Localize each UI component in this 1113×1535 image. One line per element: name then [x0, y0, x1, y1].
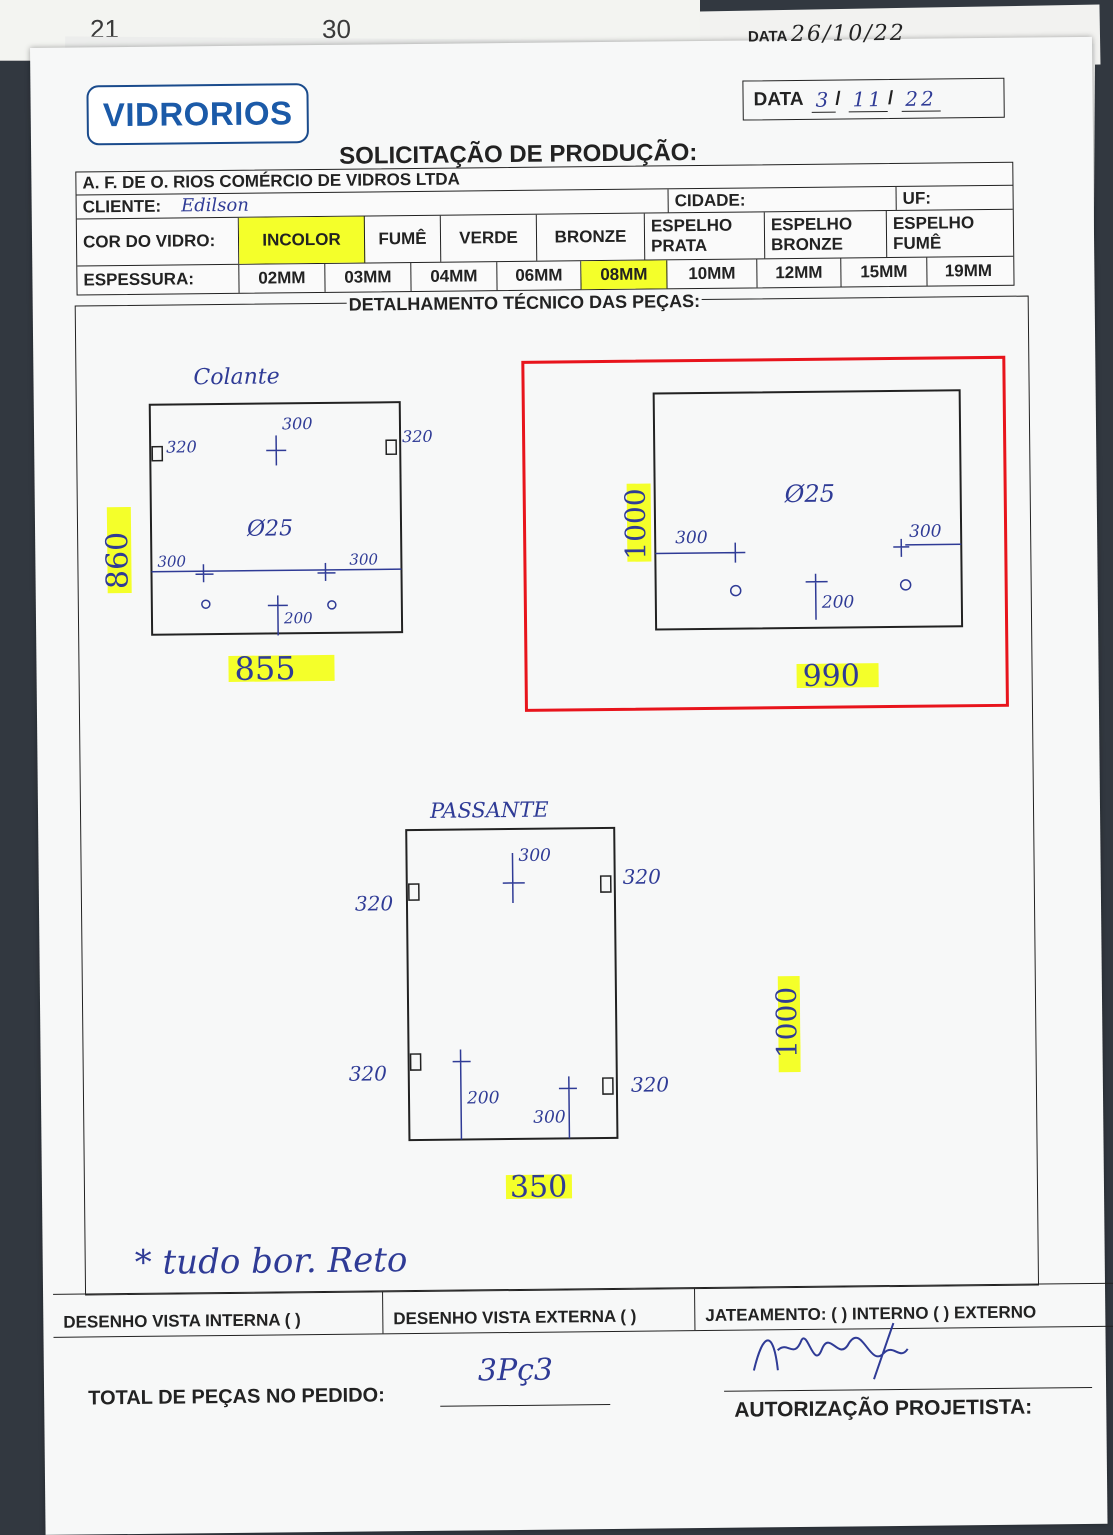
thickness-option-19mm[interactable]: 19MM: [944, 260, 993, 281]
colante-outline: [148, 401, 404, 636]
passante-mark: 300: [518, 846, 551, 866]
color-option-bronze[interactable]: BRONZE: [536, 213, 646, 261]
colante-hole-diameter: Ø25: [246, 516, 293, 541]
passante-mark: 200: [466, 1088, 500, 1108]
date-day: 3: [811, 87, 836, 113]
thickness-option-03mm[interactable]: 03MM: [325, 263, 412, 292]
color-option-verde[interactable]: VERDE: [440, 214, 538, 262]
colante-mark: 300: [282, 414, 313, 433]
date-month: 11: [848, 86, 889, 112]
hinge-icon: [151, 445, 164, 462]
selected-mark: 300: [909, 521, 942, 541]
passante-height: 1000: [770, 987, 802, 1059]
passante-drawing: PASSANTE 300 320 320 320 320 200 300 100…: [349, 798, 803, 1205]
colante-mark: 300: [349, 550, 378, 568]
colante-width: 855: [234, 649, 295, 688]
selected-piece-drawing[interactable]: Ø25 300 300 200 1000 990: [574, 380, 997, 714]
uf-field[interactable]: UF:: [902, 188, 932, 208]
colante-height: 860: [100, 532, 136, 590]
selected-height: 1000: [619, 488, 653, 560]
internal-view-option[interactable]: DESENHO VISTA INTERNA ( ): [53, 1291, 384, 1337]
color-option-espelho-prata[interactable]: ESPELHO PRATA: [644, 212, 766, 260]
client-label: CLIENTE:: [82, 196, 162, 216]
thickness-option-15mm[interactable]: 15MM: [841, 257, 928, 287]
passante-title: PASSANTE: [429, 798, 549, 823]
date-label: DATA: [753, 88, 804, 111]
hinge-icon: [602, 1077, 614, 1095]
order-header-table: A. F. DE O. RIOS COMÉRCIO DE VIDROS LTDA…: [75, 161, 1015, 296]
production-request-form: DATA 26/10/22 VIDRORIOS DATA 3/ 11/ 22 S…: [30, 21, 1113, 1535]
passante-mark: 320: [355, 891, 394, 915]
thickness-option-08mm[interactable]: 08MM: [581, 260, 668, 290]
underlying-date-label: DATA: [747, 28, 787, 46]
handwritten-note: * tudo bor. Reto: [134, 1240, 408, 1283]
signature-image: [752, 1322, 909, 1380]
passante-mark: 300: [533, 1107, 566, 1127]
selected-width: 990: [802, 658, 860, 694]
thickness-option-06mm[interactable]: 06MM: [497, 261, 582, 291]
color-option-espelho-bronze[interactable]: ESPELHO BRONZE: [764, 211, 888, 259]
date-year: 22: [901, 85, 941, 112]
underlying-date-value: 26/10/22: [790, 20, 906, 48]
hinge-icon: [599, 875, 612, 893]
thickness-label: ESPESSURA:: [77, 264, 240, 295]
technical-detail-heading: DETALHAMENTO TÉCNICO DAS PEÇAS:: [346, 290, 703, 316]
selected-piece-outline: [652, 389, 964, 631]
passante-mark: 320: [631, 1072, 670, 1096]
colante-title: Colante: [193, 364, 280, 390]
selected-mark: 300: [675, 528, 708, 548]
colante-drawing: Colante 320 300 320 Ø25 300 300 200 860 …: [100, 364, 433, 688]
company-logo: VIDRORIOS: [86, 83, 310, 146]
thickness-option-10mm[interactable]: 10MM: [667, 259, 758, 289]
colante-mark: 300: [157, 552, 186, 570]
colante-mark: 320: [402, 427, 433, 446]
glass-color-label: COR DO VIDRO:: [76, 217, 240, 266]
total-pieces-value[interactable]: 3Pç3: [477, 1352, 554, 1389]
authorization-label: AUTORIZAÇÃO PROJETISTA:: [734, 1395, 1033, 1422]
passante-width: 350: [510, 1169, 568, 1205]
underlying-date: DATA 26/10/22: [748, 21, 906, 48]
hinge-icon: [408, 883, 420, 901]
date-field[interactable]: DATA 3/ 11/ 22: [742, 77, 1005, 121]
colante-mark: 200: [283, 609, 313, 627]
thickness-option-02mm[interactable]: 02MM: [239, 263, 326, 293]
passante-outline: [405, 826, 619, 1142]
selection-highlight: [521, 355, 1009, 712]
color-option-incolor[interactable]: INCOLOR: [238, 216, 366, 264]
hinge-icon: [409, 1053, 422, 1071]
colante-mark: 320: [166, 437, 197, 456]
thickness-option-04mm[interactable]: 04MM: [411, 262, 498, 292]
external-view-option[interactable]: DESENHO VISTA EXTERNA ( ): [383, 1288, 696, 1334]
total-pieces-label: TOTAL DE PEÇAS NO PEDIDO:: [88, 1384, 385, 1410]
hinge-icon: [385, 439, 398, 456]
passante-mark: 320: [349, 1061, 388, 1085]
thickness-option-12mm[interactable]: 12MM: [757, 258, 842, 288]
city-field[interactable]: CIDADE:: [668, 186, 897, 213]
color-option-fume[interactable]: FUMÊ: [364, 215, 442, 263]
selected-hole-diameter: Ø25: [784, 480, 836, 509]
passante-mark: 320: [623, 864, 662, 888]
client-value: Edilson: [180, 194, 250, 217]
color-option-espelho-fume[interactable]: ESPELHO FUMÊ: [892, 213, 975, 253]
selected-mark: 200: [821, 592, 855, 612]
total-pieces-line: [440, 1403, 611, 1407]
